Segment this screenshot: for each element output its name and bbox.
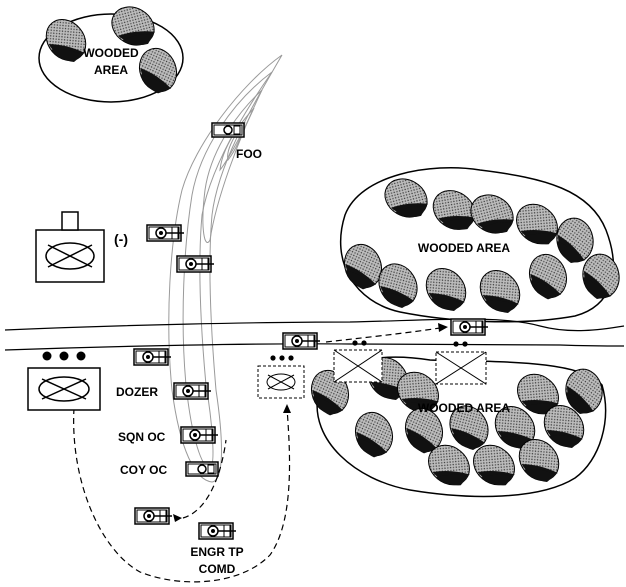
- foo-vehicle-symbol: [211, 122, 245, 138]
- wooded-area-se: [305, 349, 607, 498]
- sqn-oc-tank-symbol: [180, 426, 219, 444]
- road: [4, 318, 625, 351]
- wooded-area-nw-label-2: AREA: [94, 63, 128, 77]
- route-arrowhead-3: [173, 514, 182, 522]
- infantry-unit-symbol-dashed: [257, 355, 305, 399]
- tank-symbol-road-1: [282, 332, 321, 350]
- tank-symbol-2: [176, 255, 215, 273]
- movement-route: [73, 327, 441, 583]
- coy-oc-apc-symbol: [185, 461, 219, 477]
- sqn-oc-label: SQN OC: [118, 430, 166, 444]
- infantry-unit-symbol-minus: [35, 211, 105, 283]
- infantry-unit-symbol-se1: [333, 340, 383, 383]
- infantry-unit-symbol-left: [27, 351, 101, 411]
- reduced-strength-label: (-): [114, 231, 128, 247]
- dozer-symbol: [173, 382, 212, 400]
- engr-tp-comd-symbol: [198, 522, 237, 540]
- wooded-area-ne-label: WOODED AREA: [418, 241, 511, 255]
- infantry-unit-symbol-se2: [435, 341, 487, 385]
- wooded-area-nw: [37, 0, 184, 103]
- tank-symbol-road-2: [450, 318, 489, 336]
- route-arrowhead-2: [438, 323, 448, 332]
- tank-symbol-1: [146, 224, 185, 242]
- dozer-label: DOZER: [116, 385, 158, 399]
- wooded-area-nw-label-1: WOODED: [83, 46, 139, 60]
- route-arrowhead-1: [283, 404, 291, 413]
- foo-label: FOO: [236, 147, 262, 161]
- tank-symbol-rear: [134, 507, 173, 525]
- coy-oc-label: COY OC: [120, 463, 167, 477]
- engr-tp-label-1: ENGR TP: [190, 545, 243, 559]
- wooded-area-ne: [338, 167, 624, 323]
- engr-tp-label-2: COMD: [199, 562, 236, 576]
- tank-symbol-3: [133, 348, 172, 366]
- wooded-area-se-label: WOODED AREA: [418, 401, 511, 415]
